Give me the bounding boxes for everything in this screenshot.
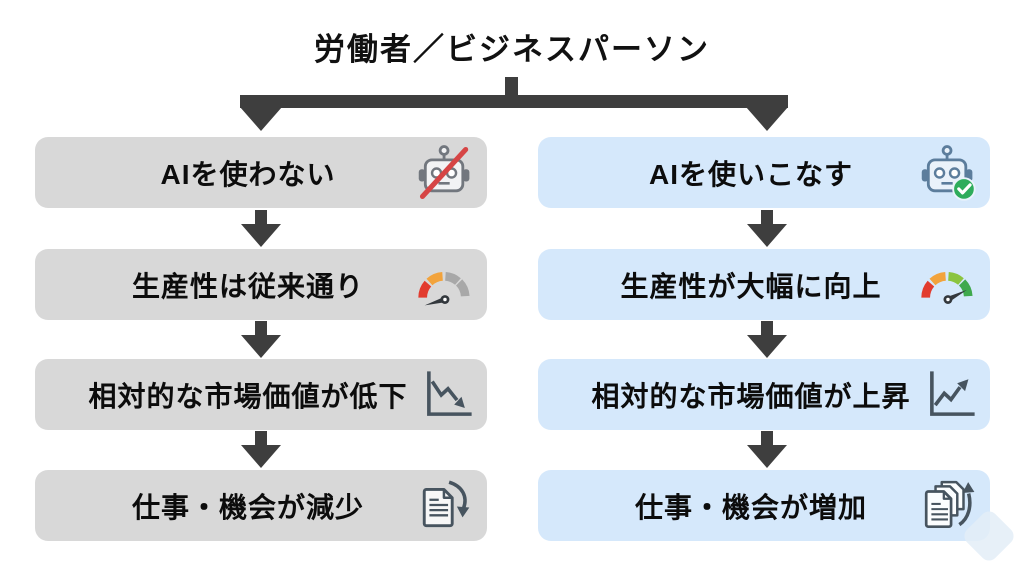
step-box-productivity-up: 生産性が大幅に向上 — [538, 249, 990, 320]
branch-connector-bar — [240, 95, 788, 108]
down-arrow — [745, 321, 789, 359]
step-label: 生産性は従来通り — [131, 270, 364, 302]
step-label: AIを使いこなす — [648, 158, 853, 190]
down-arrow — [745, 431, 789, 469]
gauge-high-icon — [916, 260, 978, 310]
robot-blocked-icon — [415, 143, 475, 203]
step-label: 仕事・機会が増加 — [634, 491, 867, 523]
step-box-market-value-down: 相対的な市場価値が低下 — [35, 359, 487, 430]
doc-decrease-icon — [417, 477, 475, 535]
step-box-productivity-same: 生産性は従来通り — [35, 249, 487, 320]
down-arrow — [745, 210, 789, 248]
down-arrow — [239, 431, 283, 469]
chart-up-icon — [924, 368, 978, 422]
chart-down-icon — [421, 368, 475, 422]
branch-arrowhead-left — [240, 107, 282, 131]
step-box-jobs-decrease: 仕事・機会が減少 — [35, 470, 487, 541]
docs-increase-icon — [920, 477, 978, 535]
down-arrow — [239, 210, 283, 248]
step-box-ai-mastered: AIを使いこなす — [538, 137, 990, 208]
gauge-low-icon — [413, 260, 475, 310]
branch-connector-stub — [505, 77, 518, 97]
step-label: 仕事・機会が減少 — [131, 491, 364, 523]
step-box-market-value-up: 相対的な市場価値が上昇 — [538, 359, 990, 430]
page-title: 労働者／ビジネスパーソン — [314, 32, 710, 67]
step-label: 相対的な市場価値が上昇 — [591, 380, 911, 412]
step-box-jobs-increase: 仕事・機会が増加 — [538, 470, 990, 541]
down-arrow — [239, 321, 283, 359]
branch-arrowhead-right — [746, 107, 788, 131]
step-label: 生産性が大幅に向上 — [620, 270, 882, 302]
step-label: 相対的な市場価値が低下 — [88, 380, 408, 412]
step-box-ai-not-used: AIを使わない — [35, 137, 487, 208]
step-label: AIを使わない — [160, 158, 336, 190]
robot-check-icon — [918, 143, 978, 203]
